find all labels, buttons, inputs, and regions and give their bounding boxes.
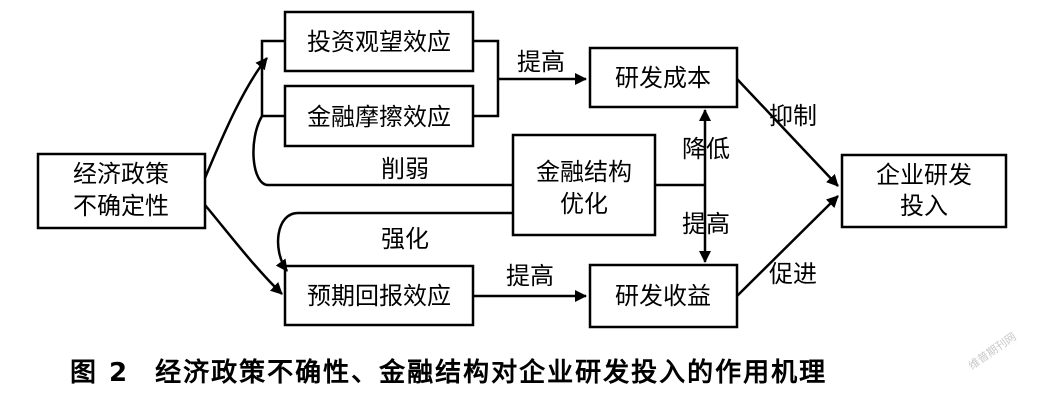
box-expected-return-label: 预期回报效应: [307, 282, 451, 310]
box-financing-friction-label: 金融摩擦效应: [307, 103, 451, 131]
box-rd-revenue-label: 研发收益: [615, 282, 711, 310]
figure-caption: 图 2 经济政策不确性、金融结构对企业研发投入的作用机理: [70, 352, 827, 389]
edge-label-reduce: 降低: [682, 135, 730, 163]
box-financial-structure-line1: 金融结构: [536, 158, 632, 186]
box-epu: 经济政策 不确定性: [36, 152, 207, 230]
box-expected-return: 预期回报效应: [283, 264, 475, 327]
box-financial-structure-line2: 优化: [560, 190, 608, 218]
box-rd-cost: 研发成本: [588, 46, 739, 109]
box-financial-structure: 金融结构 优化: [511, 133, 657, 237]
arrow-epu-to-upper-effects: [203, 57, 268, 179]
edge-label-strengthen: 强化: [381, 225, 429, 253]
arrow-inhibit: [736, 78, 839, 187]
arrow-strengthen: [275, 211, 513, 272]
arrow-weaken: [252, 115, 513, 187]
edge-label-to-cost: 提高: [517, 48, 565, 76]
edge-label-promote: 促进: [769, 260, 817, 288]
box-investment-wait-label: 投资观望效应: [307, 28, 451, 56]
edge-label-weaken: 削弱: [381, 155, 429, 183]
figure-number: 图 2: [70, 358, 130, 388]
box-epu-line2: 不确定性: [73, 192, 169, 220]
box-epu-line1: 经济政策: [73, 160, 169, 188]
edge-label-inhibit: 抑制: [769, 102, 817, 130]
box-rd-revenue: 研发收益: [588, 263, 739, 329]
figure-title: 经济政策不确性、金融结构对企业研发投入的作用机理: [155, 358, 828, 388]
edge-label-raise: 提高: [682, 210, 730, 238]
arrow-epu-to-expected-return: [204, 204, 283, 295]
box-rd-cost-label: 研发成本: [615, 64, 711, 92]
arrow-promote: [736, 195, 839, 297]
box-financing-friction: 金融摩擦效应: [283, 84, 475, 148]
box-rd-investment: 企业研发 投入: [840, 153, 1008, 229]
box-rd-investment-line1: 企业研发: [876, 161, 972, 189]
bracket-left-upper: [260, 39, 285, 118]
box-investment-wait: 投资观望效应: [283, 10, 475, 73]
edge-label-to-revenue: 提高: [506, 262, 554, 290]
box-rd-investment-line2: 投入: [900, 192, 948, 220]
bracket-right-upper: [473, 39, 500, 118]
